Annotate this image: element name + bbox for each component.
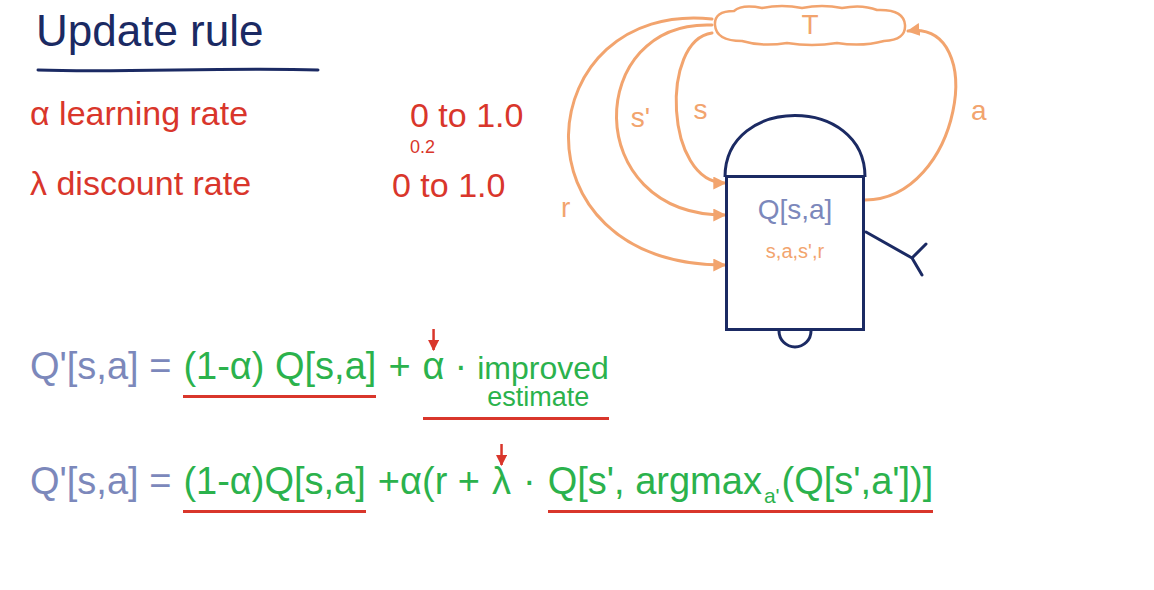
edge-label: s'	[629, 103, 652, 134]
equation-term: (1-α)Q[s,a]	[183, 460, 365, 513]
title-underline	[38, 69, 318, 71]
agent-arm	[866, 232, 926, 275]
flow-arrow	[568, 18, 725, 265]
experience-tuple: s,a,s',r	[766, 240, 824, 263]
flow-arrow	[616, 25, 725, 215]
node-text: T	[801, 9, 818, 41]
parameter-name: λ discount rate	[30, 164, 251, 203]
equation-term: improved	[477, 352, 609, 384]
flow-arrow	[865, 31, 956, 200]
equation-line: Q'[s,a] =(1-α) Q[s,a]+α·improvedestimate	[30, 345, 609, 420]
equation-line: Q'[s,a] = (1-α)Q[s,a] +α(r + λ · Q[s', argmax…	[30, 460, 933, 513]
cloud-outline-path	[715, 6, 905, 45]
edge-label: s	[692, 95, 710, 126]
stacked-words: improvedestimate	[477, 352, 609, 411]
underlined-group: α·improvedestimate	[423, 345, 609, 420]
parameter-range: 0 to 1.0	[410, 96, 523, 135]
q-table: Q[s,a]	[758, 194, 833, 226]
edge-label: a	[969, 96, 989, 127]
agent-foot	[779, 331, 811, 347]
equation-term: α	[423, 345, 445, 389]
equation-term: Q'[s,a] =	[30, 345, 171, 389]
underlined-group: Q[s', argmaxa'(Q[s',a'])]	[548, 460, 934, 513]
equation-term: +α(r +	[378, 460, 480, 504]
title: Update rule	[36, 6, 263, 57]
parameter-name: α learning rate	[30, 94, 248, 133]
equation-term: a'	[764, 484, 780, 508]
equation-term: Q'[s,a] =	[30, 460, 171, 504]
equation-term: estimate	[487, 384, 589, 411]
parameter-value: 0.2	[410, 137, 435, 158]
equation-term: ·	[523, 460, 536, 504]
flow-arrow	[676, 33, 725, 183]
parameter-range: 0 to 1.0	[392, 166, 505, 205]
environment-cloud: T	[712, 3, 908, 47]
agent-body: Q[s,a] s,a,s',r	[725, 175, 865, 331]
edge-label: r	[559, 193, 572, 224]
agent-head	[725, 116, 865, 178]
equation-term: +	[388, 345, 410, 389]
equation-term: (1-α) Q[s,a]	[183, 345, 376, 398]
equation-term: λ	[492, 460, 511, 504]
equation-term: (Q[s',a'])]	[782, 460, 934, 504]
equation-term: Q[s', argmax	[548, 460, 762, 504]
equation-term: ·	[455, 345, 468, 389]
